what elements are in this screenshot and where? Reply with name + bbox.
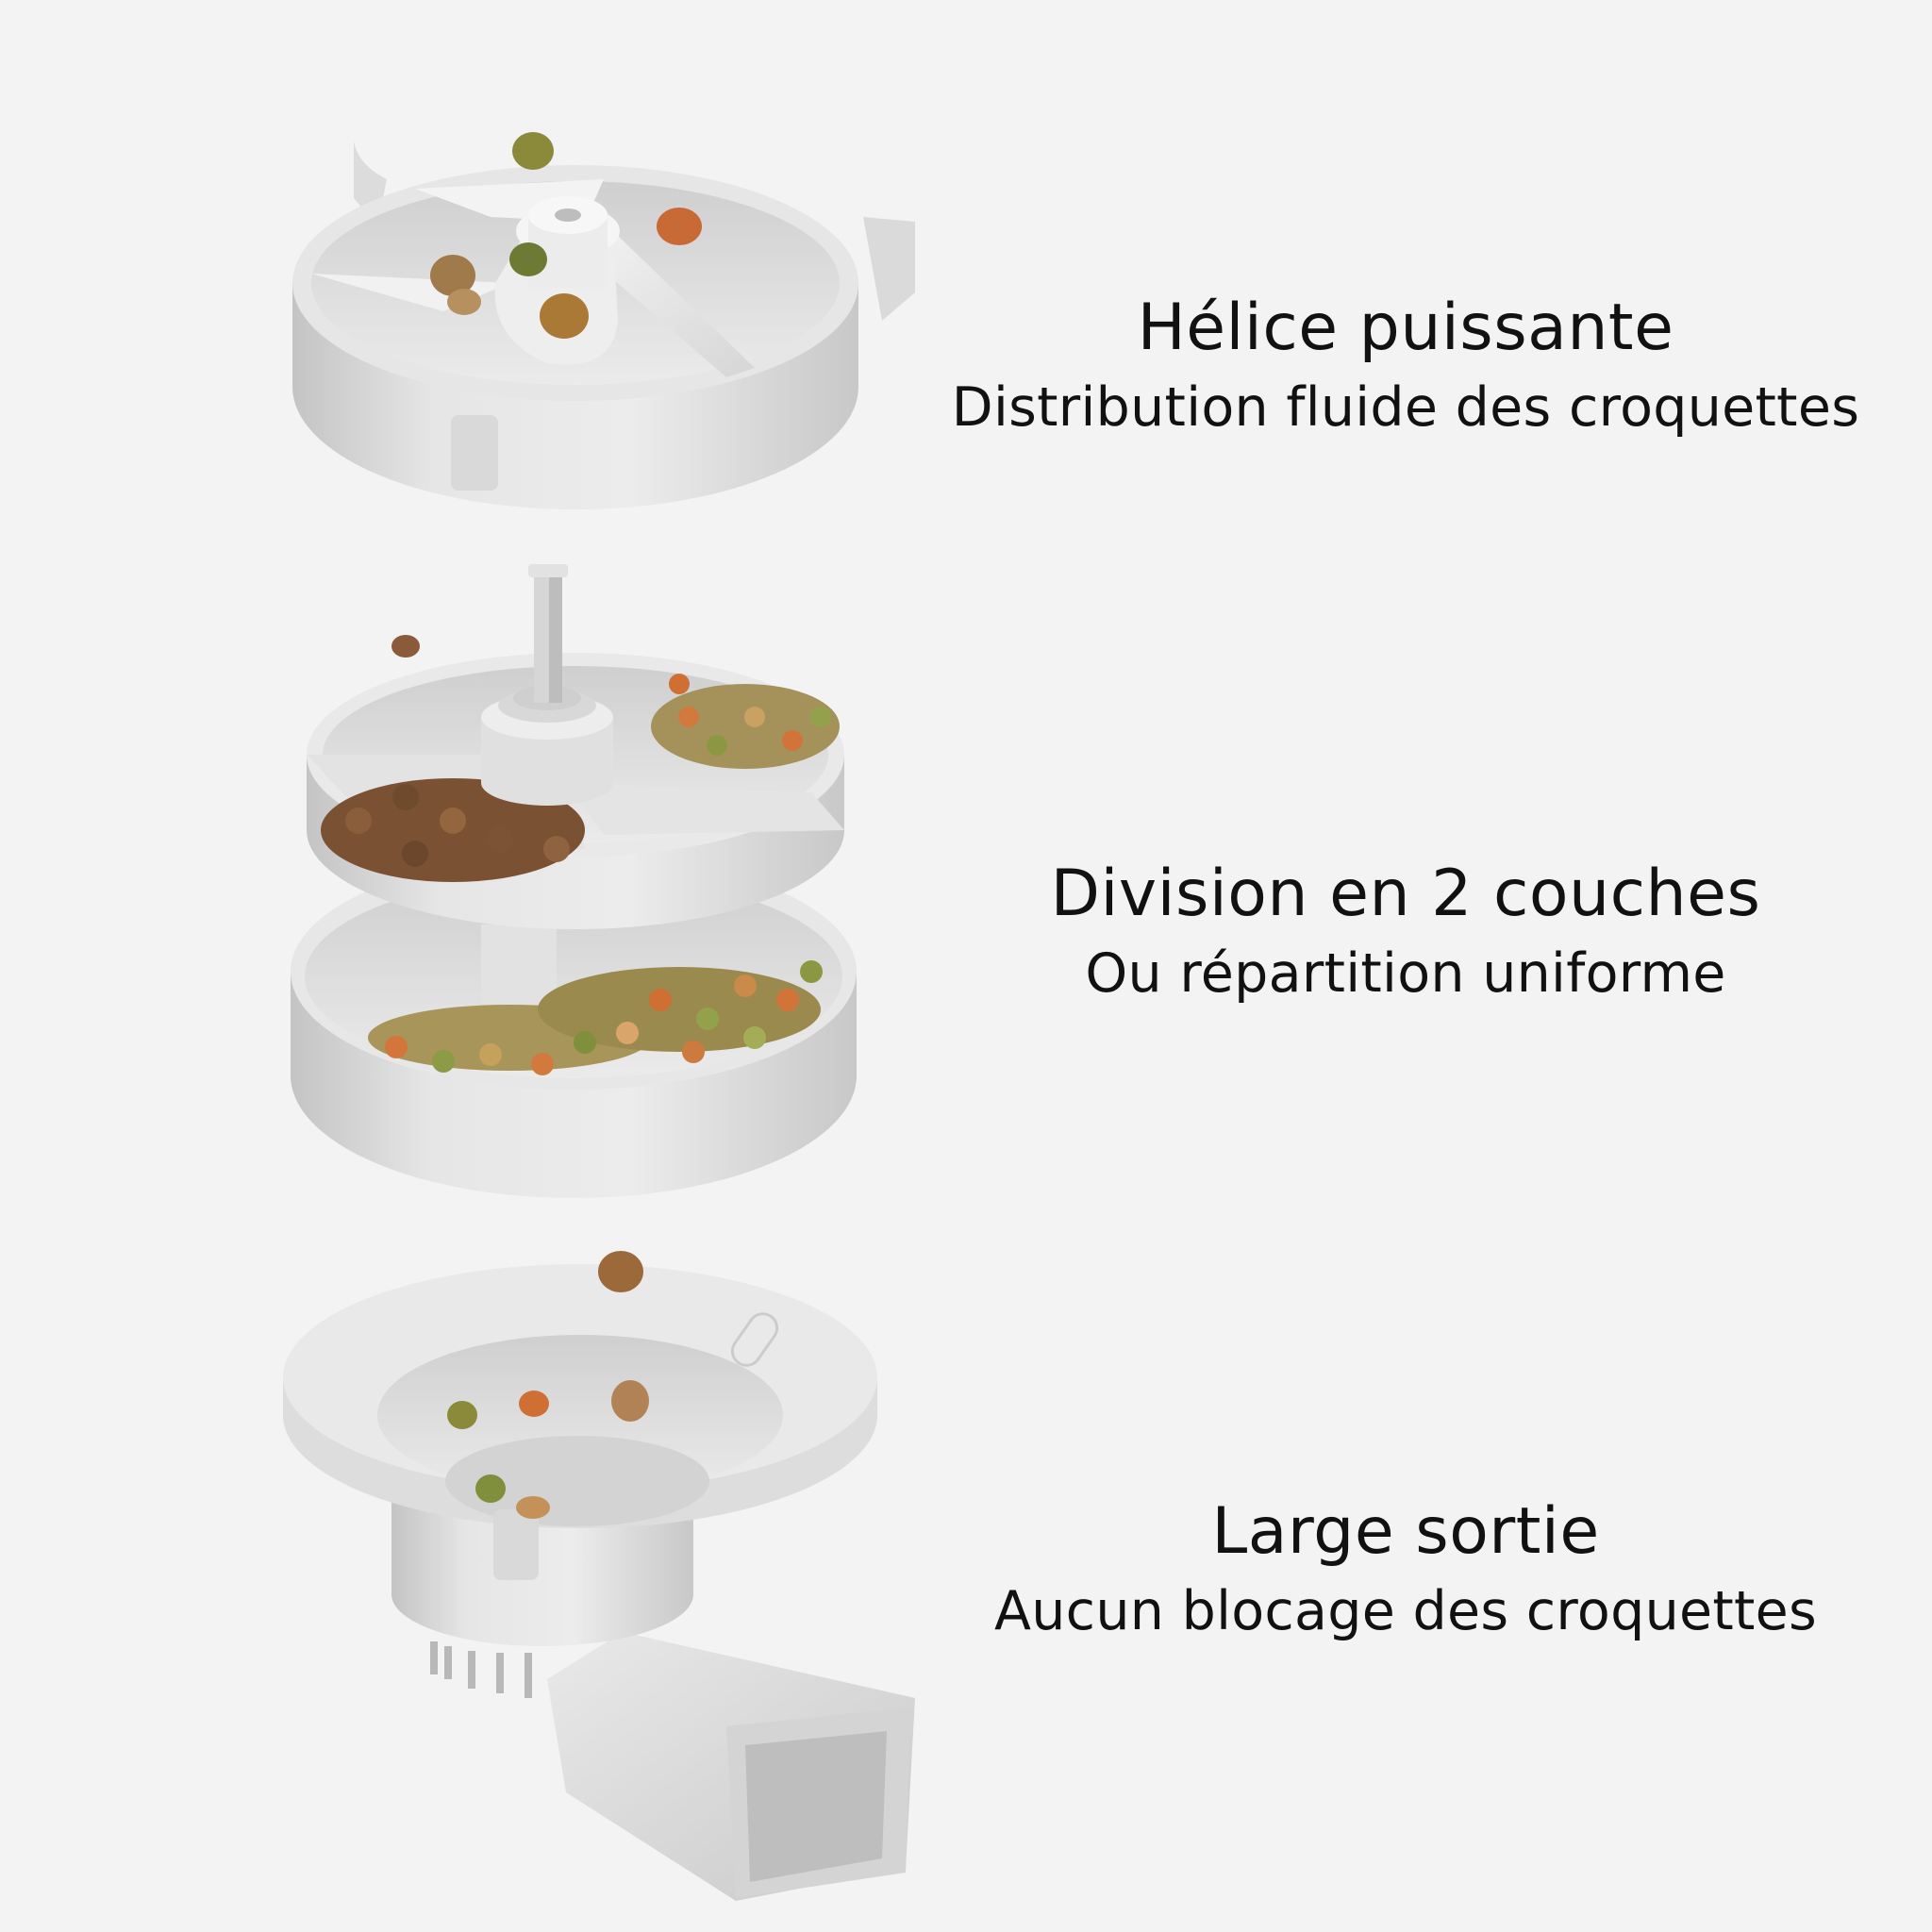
feature-subtitle: Distribution fluide des croquettes — [951, 376, 1860, 439]
feature-title: Division en 2 couches — [1050, 857, 1761, 931]
feature-wide-outlet: Large sortie Aucun blocage des croquette… — [896, 1492, 1915, 1651]
two-layer-trays — [291, 564, 857, 1198]
kibble-pieces — [430, 132, 702, 339]
feature-subtitle: Ou répartition uniforme — [1085, 942, 1726, 1005]
feature-title: Large sortie — [1211, 1494, 1600, 1569]
kibble-mixed-lower — [368, 960, 823, 1075]
feature-propeller: Hélice puissante Distribution fluide des… — [896, 289, 1915, 447]
feature-title: Hélice puissante — [1137, 291, 1674, 365]
feature-subtitle: Aucun blocage des croquettes — [993, 1580, 1818, 1642]
propeller-part — [292, 132, 915, 509]
kibble-mixed-upper — [651, 674, 840, 769]
outlet-funnel — [283, 1251, 915, 1901]
kibble-brown-section — [321, 778, 585, 882]
kibble-falling — [447, 1251, 649, 1519]
feature-two-layers: Division en 2 couches Ou répartition uni… — [896, 855, 1915, 1013]
